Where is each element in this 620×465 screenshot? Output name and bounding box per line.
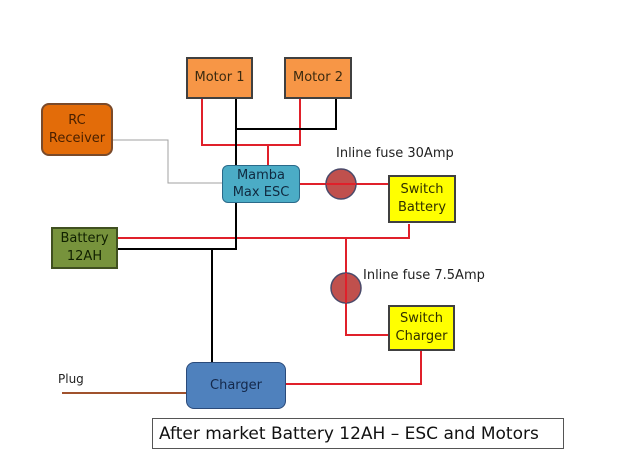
esc-label-2: Max ESC xyxy=(232,185,290,200)
fuse1-label: Inline fuse 30Amp xyxy=(336,146,454,161)
switch-battery-box: Switch Battery xyxy=(388,175,456,223)
switch-battery-label-2: Battery xyxy=(397,200,447,215)
switch-battery-label-1: Switch xyxy=(400,182,444,197)
signal-wire xyxy=(113,139,222,184)
esc-label-1: Mamba xyxy=(236,168,286,183)
battery-power-wire xyxy=(117,224,410,239)
battery-label-2: 12AH xyxy=(66,249,103,264)
motor2-label: Motor 2 xyxy=(293,70,343,85)
battery-ground-wire xyxy=(117,203,237,250)
charger-power-wire xyxy=(286,350,422,385)
plug-label: Plug xyxy=(58,372,84,386)
motor1-power-wire xyxy=(201,99,301,146)
fuse2-label: Inline fuse 7.5Amp xyxy=(363,268,485,283)
rc-receiver-label-2: Receiver xyxy=(48,130,106,146)
motor2-ground-wire xyxy=(236,99,337,130)
switch-charger-label-1: Switch xyxy=(400,311,443,326)
charger-label: Charger xyxy=(210,377,262,393)
diagram-title: After market Battery 12AH – ESC and Moto… xyxy=(159,423,539,444)
motor2-box: Motor 2 xyxy=(284,57,352,99)
battery-box: Battery 12AH xyxy=(51,227,118,269)
motor1-box: Motor 1 xyxy=(186,57,253,99)
title-box: After market Battery 12AH – ESC and Moto… xyxy=(152,418,564,449)
charger-box: Charger xyxy=(186,362,286,409)
esc-box: Mamba Max ESC xyxy=(222,165,300,203)
battery-label-1: Battery xyxy=(60,231,109,246)
switch-charger-label-2: Charger xyxy=(395,329,448,344)
motor1-label: Motor 1 xyxy=(194,70,245,85)
switch-charger-box: Switch Charger xyxy=(388,305,455,351)
rc-receiver-box: RC Receiver xyxy=(41,103,113,156)
fuse2-wire xyxy=(345,238,388,336)
rc-receiver-label-1: RC xyxy=(68,112,86,128)
